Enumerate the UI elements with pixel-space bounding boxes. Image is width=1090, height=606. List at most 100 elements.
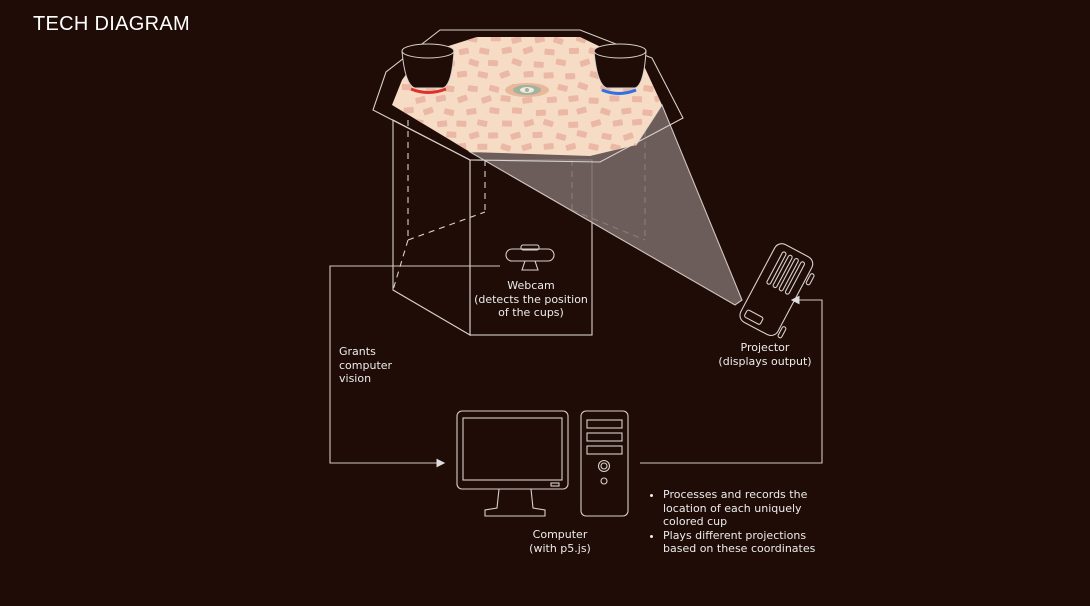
tabletop-tile — [609, 95, 620, 102]
tabletop-tile — [535, 109, 547, 117]
bullet-item: Plays different projections based on the… — [663, 529, 826, 556]
tabletop-tile — [522, 96, 533, 104]
tabletop-tile — [447, 156, 458, 164]
webcam-desc-line1: (detects the position — [474, 292, 588, 306]
tabletop-tile — [678, 96, 688, 102]
tabletop-tile — [579, 58, 591, 67]
tabletop-tile — [499, 70, 511, 79]
tabletop-tile — [521, 142, 533, 152]
tabletop-tile — [488, 132, 499, 139]
computer-label: Computer (with p5.js) — [500, 528, 620, 555]
tabletop-tile — [458, 47, 470, 56]
tabletop-tile — [622, 37, 634, 43]
tabletop-tile — [533, 61, 544, 68]
tabletop-tile — [456, 120, 467, 127]
tabletop-tile — [565, 73, 576, 80]
tabletop-tile — [664, 59, 674, 65]
projector-label: Projector (displays output) — [705, 341, 825, 368]
tabletop-tile — [488, 84, 500, 93]
tabletop-tile — [480, 95, 492, 104]
vision-line1: Grants — [339, 345, 376, 358]
tabletop-tile — [557, 109, 569, 116]
tabletop-tile — [532, 131, 543, 139]
vision-line3: vision — [339, 372, 372, 385]
tabletop-tile — [467, 85, 478, 93]
tabletop-tile — [645, 37, 657, 44]
center-mandala — [505, 83, 549, 97]
tabletop-tile — [466, 108, 477, 116]
tabletop-tile — [414, 143, 426, 152]
tabletop-tile — [622, 132, 634, 141]
projector-icon — [739, 243, 815, 339]
tabletop-tile — [511, 107, 523, 115]
tabletop-tile — [653, 48, 662, 57]
webcam-name: Webcam — [507, 279, 555, 292]
tabletop-tile — [552, 37, 564, 45]
tabletop-tile — [676, 71, 686, 78]
tabletop-tile — [588, 97, 599, 104]
tabletop-tile — [443, 108, 455, 117]
tabletop-tile — [487, 59, 499, 67]
tabletop-tile — [678, 49, 689, 57]
tabletop-tile — [468, 58, 480, 67]
tabletop-tile — [643, 85, 654, 93]
tabletop-tile — [467, 37, 478, 43]
tabletop — [392, 35, 689, 164]
tabletop-tile — [642, 109, 653, 117]
tabletop-tile — [612, 119, 624, 127]
tabletop-tile — [621, 107, 632, 115]
computer-desc: (with p5.js) — [529, 541, 591, 555]
tabletop-tile — [476, 119, 488, 127]
tabletop-tile — [631, 118, 643, 126]
tabletop-tile — [543, 72, 554, 79]
tabletop-tile — [599, 107, 611, 116]
tabletop-tile — [500, 95, 511, 102]
tabletop-tile — [522, 46, 534, 55]
tabletop-tile — [544, 48, 555, 56]
tabletop-tile — [510, 131, 522, 140]
tabletop-tile — [489, 107, 500, 115]
tabletop-tile — [667, 108, 678, 115]
tabletop-tile — [523, 119, 535, 128]
projector-name: Projector — [740, 341, 790, 354]
tabletop-tile — [501, 46, 513, 55]
bullet-item: Processes and records the location of ea… — [663, 488, 826, 529]
tabletop-tile — [490, 37, 501, 42]
tabletop-tile — [632, 96, 643, 103]
tabletop-tile — [666, 35, 677, 43]
tabletop-tile — [500, 143, 512, 152]
tabletop-tile — [542, 119, 554, 128]
tabletop-tile — [555, 58, 567, 67]
vision-line2: computer — [339, 358, 393, 372]
tabletop-tile — [455, 142, 467, 150]
computer-to-projector-connector — [640, 295, 823, 464]
process-bullets: Processes and records the location of ea… — [651, 488, 826, 556]
tabletop-tile — [446, 131, 457, 138]
tabletop-tile — [456, 70, 468, 78]
tabletop-tile — [576, 106, 587, 115]
tabletop-tile — [444, 37, 455, 44]
computer-name: Computer — [532, 528, 588, 541]
tabletop-tile — [534, 37, 545, 44]
vision-label: Grants computer vision — [339, 345, 392, 386]
tabletop-tile — [477, 143, 488, 150]
tabletop-tile — [478, 47, 490, 55]
cup-left — [401, 43, 455, 94]
tabletop-tile — [444, 85, 455, 93]
tabletop-tile — [590, 119, 602, 128]
tabletop-tile — [576, 130, 588, 138]
tabletop-tile — [424, 155, 435, 156]
tabletop-tile — [511, 37, 522, 44]
tabletop-tile — [415, 96, 426, 104]
tabletop-tile — [555, 132, 567, 141]
tabletop-tile — [568, 95, 579, 102]
tabletop-tile — [403, 107, 414, 114]
tabletop-tile — [588, 143, 599, 151]
webcam-desc-line2: of the cups) — [498, 306, 564, 319]
tabletop-tile — [457, 94, 468, 104]
computer-icon — [456, 410, 629, 517]
tabletop-tile — [568, 47, 580, 55]
webcam-to-computer-connector — [329, 265, 500, 468]
tabletop-tile — [401, 131, 412, 138]
